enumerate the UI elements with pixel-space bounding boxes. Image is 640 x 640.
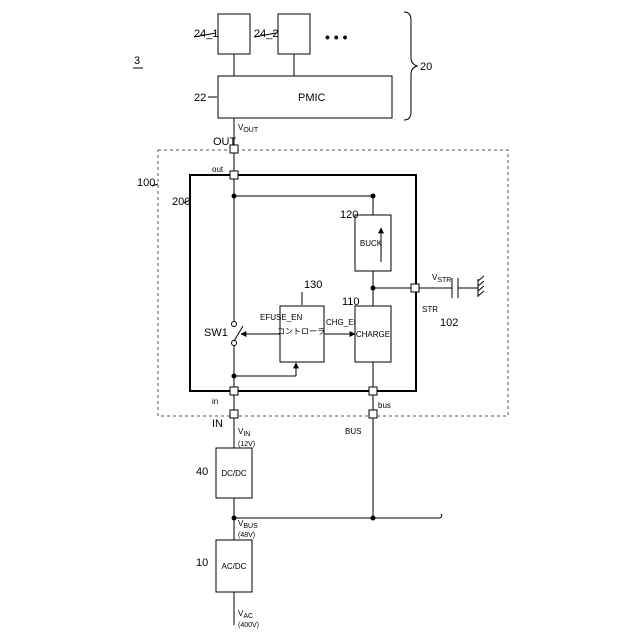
switch-label: SW1: [204, 327, 228, 339]
terminal-STR: [411, 284, 419, 292]
vac-value: (400V): [238, 622, 259, 629]
terminal-OUT: [230, 145, 238, 153]
acdc-label: AC/DC: [222, 562, 247, 571]
pin-STR-label: STR: [422, 305, 438, 314]
junction-bus-right: [371, 516, 376, 521]
buck-ref: 120: [340, 209, 358, 221]
acdc-ref: 10: [196, 557, 208, 569]
load-box-24-1: [218, 14, 250, 54]
pmic-label: PMIC: [298, 92, 326, 104]
group-brace: [404, 12, 417, 120]
pin-IN-label: IN: [212, 418, 223, 430]
load-ref-24-2: 24_2: [254, 28, 278, 40]
ic-ref-200: 200: [172, 196, 190, 208]
continuation-dots: • • •: [325, 29, 348, 45]
switch-top-contact: [232, 322, 237, 327]
charge-label: CHARGE: [356, 330, 390, 339]
load-ref-24-1: 24_1: [194, 28, 218, 40]
capacitor-ref: 102: [440, 317, 458, 329]
controller-ref: 130: [304, 279, 322, 291]
junction-buck-top: [371, 194, 376, 199]
vin-value: (12V): [238, 441, 255, 448]
junction-in-controller: [232, 374, 237, 379]
vin-label: VIN: [238, 427, 250, 438]
terminal-in: [230, 387, 238, 395]
terminal-IN: [230, 410, 238, 418]
bus-wire-end: [440, 514, 442, 518]
group-ref-20: 20: [420, 61, 432, 73]
vout-label: VOUT: [238, 123, 259, 134]
junction-bus-left: [232, 516, 237, 521]
buck-label: BUCK: [360, 239, 383, 248]
junction-out-top: [232, 194, 237, 199]
switch-bottom-contact: [232, 341, 237, 346]
junction-str-node: [371, 286, 376, 291]
pin-BUS-label: BUS: [345, 427, 361, 436]
vstr-label: VSTR: [432, 273, 451, 284]
dcdc-ref: 40: [196, 466, 208, 478]
pmic-ref: 22: [194, 92, 206, 104]
module-100-border: [158, 150, 508, 416]
dcdc-label: DC/DC: [221, 469, 247, 478]
figure-number: 3: [133, 55, 143, 68]
load-box-24-2: [278, 14, 310, 54]
vac-label: VAC: [238, 609, 253, 620]
terminal-bus: [369, 387, 377, 395]
terminal-BUS: [369, 410, 377, 418]
controller-label: コントローラ: [277, 327, 325, 336]
charge-ref: 110: [342, 296, 360, 308]
efuse-en-label: EFUSE_EN: [260, 313, 302, 322]
pin-out-label: out: [212, 165, 224, 174]
vbus-value: (48V): [238, 532, 255, 539]
module-ref-100: 100: [137, 177, 155, 189]
pin-bus-label: bus: [378, 401, 391, 410]
ground-icon: [478, 276, 484, 297]
vbus-label: VBUS: [238, 519, 258, 530]
svg-text:3: 3: [134, 55, 140, 67]
pin-in-label: in: [212, 397, 218, 406]
terminal-out: [230, 171, 238, 179]
